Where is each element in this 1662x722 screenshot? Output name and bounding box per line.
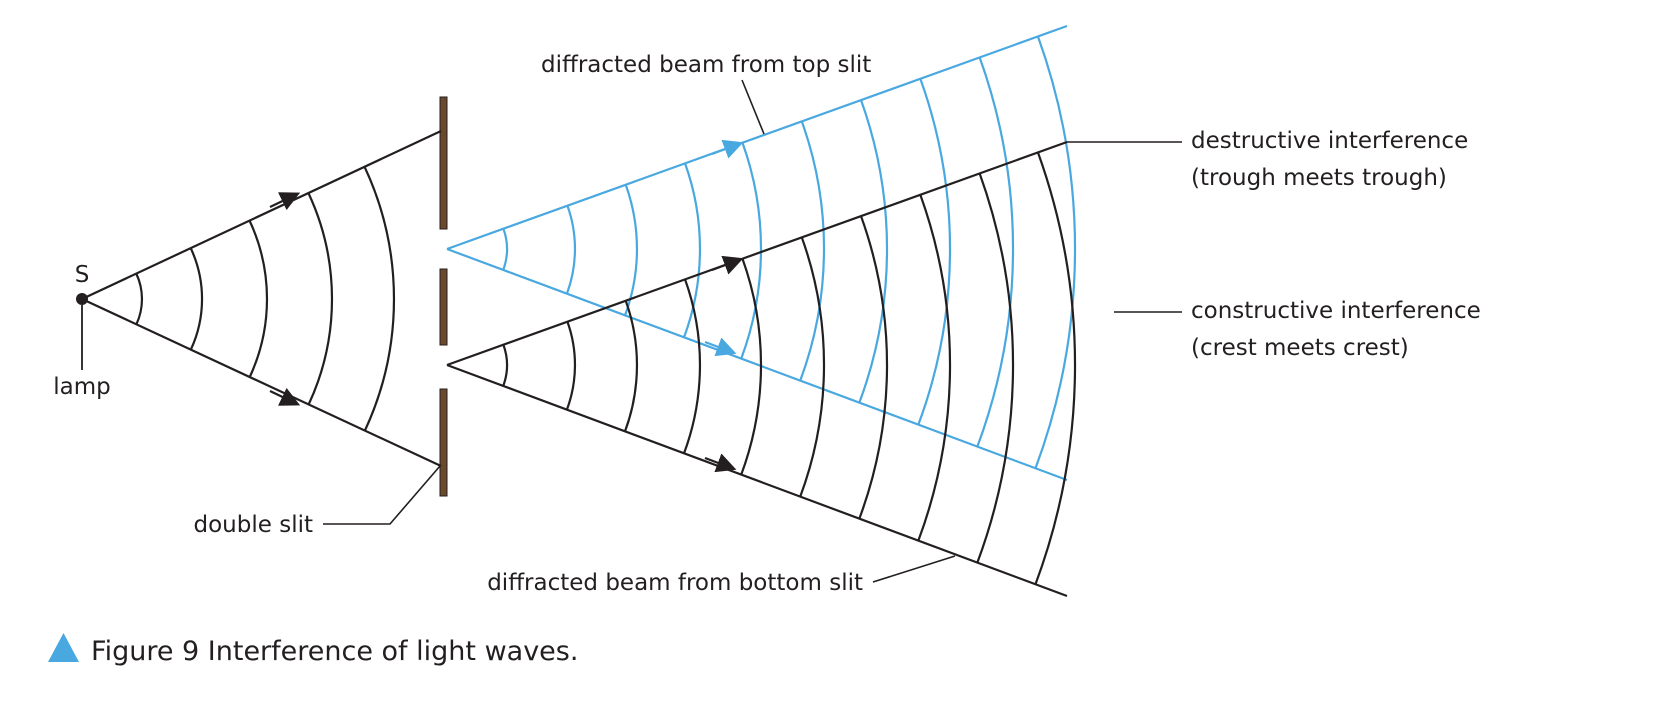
constructive-label-line2: (crest meets crest) (1191, 335, 1409, 361)
top-beam-wavefront (799, 120, 826, 382)
top-beam-wavefront (565, 205, 577, 295)
top-diffracted-beam (446, 24, 1077, 482)
top-beam-arrow-upper (711, 139, 744, 159)
leader-lines (323, 79, 1182, 583)
bottom-beam-wavefront (565, 321, 577, 411)
top-beam-wavefront (502, 228, 509, 271)
bottom-beam-edge-lower (446, 363, 1068, 598)
source-wavefront (307, 192, 334, 406)
bottom-beam-wavefront (682, 278, 702, 454)
double-slit-barrier (439, 96, 448, 497)
top-beam-wavefront (623, 184, 639, 316)
bottom-beam-arrow-lower (704, 453, 737, 473)
source-beam (81, 130, 442, 467)
source-wavefront (189, 247, 204, 351)
bottom-beam-wavefront (740, 258, 763, 476)
source-ray-bottom (81, 298, 442, 467)
top-beam-wavefront (1034, 35, 1077, 469)
bottom-beam-leader (872, 555, 956, 583)
source-wavefronts (135, 166, 395, 432)
top-beam-label: diffracted beam from top slit (541, 52, 871, 78)
top-beam-edge-upper (446, 24, 1068, 251)
double-slit-leader (323, 465, 441, 525)
source-label: S (75, 262, 90, 288)
destructive-label-line2: (trough meets trough) (1191, 165, 1447, 191)
destructive-label-line1: destructive interference (1191, 128, 1468, 154)
constructive-label-line1: constructive interference (1191, 298, 1481, 324)
bottom-beam-wavefront (502, 344, 509, 387)
bottom-beam-wavefront (623, 300, 639, 432)
top-beam-leader (741, 79, 765, 135)
bottom-beam-wavefront (799, 236, 826, 498)
top-beam-wavefronts (502, 35, 1077, 469)
bottom-beam-label: diffracted beam from bottom slit (487, 570, 863, 596)
source-ray-top (81, 130, 442, 300)
bottom-beam-arrow-upper (711, 255, 744, 275)
lamp-source-dot (76, 293, 88, 305)
slit-bar-top (439, 96, 448, 230)
triangle-marker-icon (48, 633, 79, 662)
source-wavefront (135, 273, 144, 325)
bottom-beam-wavefront (976, 172, 1015, 564)
source-arrow-top (269, 192, 301, 211)
figure-caption: Figure 9 Interference of light waves. (91, 636, 578, 667)
source-wavefront (248, 220, 269, 378)
top-beam-wavefront (858, 99, 889, 404)
source-arrow-bottom (269, 387, 301, 406)
top-beam-edge-lower (446, 247, 1068, 482)
double-slit-label: double slit (194, 512, 313, 538)
top-beam-wavefront (917, 78, 952, 426)
bottom-beam-edge-upper (446, 140, 1068, 367)
top-beam-wavefront (976, 56, 1015, 448)
lamp-label: lamp (53, 374, 111, 400)
bottom-beam-wavefronts (502, 151, 1077, 585)
slit-bar-middle (439, 268, 448, 346)
bottom-beam-wavefront (858, 215, 889, 520)
bottom-beam-wavefront (1034, 151, 1077, 585)
top-beam-wavefront (740, 142, 763, 360)
bottom-beam-wavefront (917, 194, 952, 542)
top-beam-arrow-lower (704, 337, 737, 357)
source-wavefront (363, 166, 395, 432)
bottom-diffracted-beam (446, 140, 1077, 598)
slit-bar-bottom (439, 388, 448, 497)
top-beam-wavefront (682, 162, 702, 338)
